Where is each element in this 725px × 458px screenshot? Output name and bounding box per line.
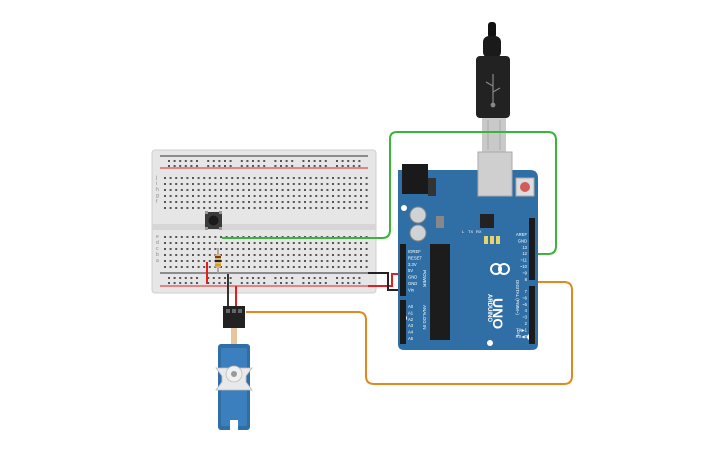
arduino-logo-icon	[490, 263, 510, 275]
resistor	[215, 248, 221, 274]
breadboard-row-label: c	[156, 246, 159, 252]
pushbutton[interactable]	[205, 211, 222, 230]
breadboard-row-label: g	[156, 193, 159, 199]
breadboard-row-label: f	[156, 199, 158, 205]
digital-pin-label: ~10	[520, 264, 528, 269]
digital-pin-label: 2	[525, 321, 528, 326]
usb-chip	[480, 214, 494, 228]
breadboard-row-label: b	[156, 252, 159, 258]
power-pin-label: 3.3V	[408, 262, 417, 267]
digital-pin-label: AREF	[516, 232, 528, 237]
breadboard-row-label: d	[156, 240, 159, 246]
breadboard-row-label: a	[156, 258, 159, 264]
analog-pin-label: A0	[408, 304, 414, 309]
analog-pin-label: A4	[408, 330, 414, 335]
breadboard-row-label: e	[156, 234, 159, 240]
arduino-brand-text: ARDUINO	[486, 294, 492, 322]
usb-port	[477, 151, 513, 197]
led-l-label: L	[462, 229, 465, 234]
usb-icon	[485, 74, 501, 108]
power-label: POWER	[422, 270, 427, 288]
analog-header	[400, 300, 406, 344]
arduino-model-text: UNO	[490, 298, 506, 329]
capacitor-1	[409, 206, 427, 224]
green-wire	[222, 131, 557, 255]
power-pin-label: GND	[408, 275, 417, 280]
digital-pin-label: TX▶1	[516, 327, 528, 332]
digital-label: DIGITAL (PWM~)	[515, 280, 520, 315]
digital-header-top	[529, 218, 535, 280]
power-pin-label: Vin	[408, 287, 415, 292]
digital-pin-label: 12	[522, 251, 527, 256]
power-header	[400, 244, 406, 296]
analog-label: ANALOG IN	[422, 305, 427, 330]
orange-wire	[246, 281, 573, 385]
servo-motor	[215, 306, 253, 430]
power-pin-label: RESET	[408, 255, 422, 260]
led-rx-label: RX	[476, 229, 482, 234]
breadboard-row-label: h	[156, 187, 159, 193]
led-tx-label: TX	[468, 229, 473, 234]
power-jack	[402, 164, 428, 194]
digital-pin-label: ~5	[522, 302, 527, 307]
on-label: ON	[516, 330, 521, 336]
analog-pin-label: A5	[408, 336, 414, 341]
arduino-uno: L TX RX ARDUINO UNO DIGITAL (PWM~) POWER…	[398, 151, 538, 350]
breadboard-row-label: i	[156, 181, 157, 187]
power-pin-label: GND	[408, 281, 417, 286]
digital-header-bottom	[529, 286, 535, 344]
gnd-wire	[368, 272, 404, 291]
digital-pin-label: RX◀0	[516, 334, 528, 339]
power-pin-label: IOREF	[408, 249, 421, 254]
digital-pin-label: ~3	[522, 315, 527, 320]
digital-pin-label: 7	[525, 289, 528, 294]
power-pin-label: 5V	[408, 268, 413, 273]
digital-pin-label: ~9	[522, 270, 527, 275]
capacitor-2	[409, 224, 427, 242]
digital-pin-label: ~11	[520, 258, 527, 263]
usb-cable	[476, 22, 510, 152]
analog-pin-label: A3	[408, 323, 414, 328]
reset-button[interactable]	[515, 177, 535, 197]
center-channel	[152, 224, 376, 230]
digital-pin-label: 4	[525, 308, 528, 313]
digital-pin-label: 13	[522, 245, 527, 250]
breadboard-row-label: j	[155, 175, 157, 181]
analog-pin-label: A1	[408, 310, 414, 315]
digital-pin-label: 8	[525, 277, 528, 282]
digital-pin-label: GND	[518, 238, 527, 243]
atmega-chip	[430, 244, 450, 340]
digital-pin-label: ~6	[522, 295, 527, 300]
analog-pin-label: A2	[408, 317, 414, 322]
